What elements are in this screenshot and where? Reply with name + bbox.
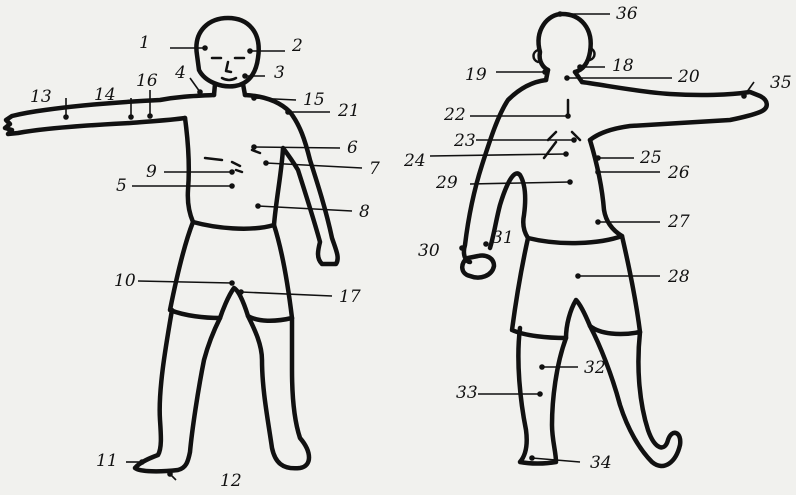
acupoint-26-label: 26 bbox=[667, 163, 690, 183]
acupoint-13-label: 13 bbox=[30, 87, 52, 107]
acupoint-25-label: 25 bbox=[639, 148, 662, 168]
acupoint-27-label: 27 bbox=[667, 212, 690, 232]
acupoint-30-dot bbox=[459, 245, 465, 251]
front-figure bbox=[5, 18, 338, 471]
acupoint-5-label: 5 bbox=[116, 176, 127, 196]
back-arm-outstretched bbox=[582, 82, 767, 140]
acupoint-8-leader bbox=[258, 206, 352, 211]
acupoint-21-label: 21 bbox=[337, 101, 360, 121]
acupoint-12-leader bbox=[170, 474, 176, 480]
acupoint-22-label: 22 bbox=[443, 105, 466, 125]
front-torso-left bbox=[185, 118, 193, 222]
front-leg-left bbox=[135, 310, 220, 471]
acupoint-15-label: 15 bbox=[303, 90, 325, 110]
acupoint-6-leader bbox=[254, 147, 340, 148]
acupoint-14-label: 14 bbox=[94, 85, 116, 105]
back-leg-left bbox=[518, 328, 566, 464]
acupoint-10-leader bbox=[138, 281, 232, 283]
acupoint-18-label: 18 bbox=[612, 56, 634, 76]
acupoint-11-label: 11 bbox=[96, 451, 118, 471]
acupoint-2-label: 2 bbox=[291, 36, 303, 56]
back-neck bbox=[546, 70, 582, 82]
acupoint-23-label: 23 bbox=[453, 131, 476, 151]
acupoint-29-label: 29 bbox=[435, 173, 458, 193]
front-shorts bbox=[170, 222, 292, 321]
acupoint-32-label: 32 bbox=[584, 358, 606, 378]
acupoint-12-label: 12 bbox=[220, 471, 242, 491]
acupoint-20-label: 20 bbox=[677, 67, 700, 87]
acupoint-10-label: 10 bbox=[114, 271, 136, 291]
acupoint-31-dot bbox=[483, 241, 489, 247]
front-nose bbox=[226, 62, 231, 72]
acupoint-3-label: 3 bbox=[274, 63, 285, 83]
acupoint-29-leader bbox=[470, 182, 570, 184]
acupoint-31-label: 31 bbox=[492, 228, 514, 248]
acupoint-36-label: 36 bbox=[616, 4, 638, 24]
back-head bbox=[539, 14, 591, 72]
acupoint-8-label: 8 bbox=[359, 202, 370, 222]
back-ears bbox=[534, 48, 595, 62]
front-leg-right bbox=[248, 316, 309, 468]
acupoint-4-leader bbox=[190, 78, 200, 92]
acupoint-15-leader bbox=[254, 98, 296, 100]
acupoint-28-label: 28 bbox=[667, 267, 690, 287]
acupoint-4-label: 4 bbox=[174, 63, 186, 83]
acupoint-6-label: 6 bbox=[347, 138, 358, 158]
acupoint-1-label: 1 bbox=[139, 33, 150, 53]
back-leg-right bbox=[590, 326, 680, 466]
front-arm-hanging bbox=[245, 95, 338, 264]
acupoint-30-label: 30 bbox=[418, 241, 440, 261]
acupoint-16-label: 16 bbox=[136, 71, 158, 91]
front-chest-marks bbox=[205, 150, 260, 172]
acupoint-24-label: 24 bbox=[403, 151, 426, 171]
acupoint-7-label: 7 bbox=[369, 159, 380, 179]
acupoint-33-label: 33 bbox=[456, 383, 478, 403]
back-shorts bbox=[512, 236, 640, 338]
back-fist bbox=[462, 255, 494, 277]
acupoint-34-label: 34 bbox=[590, 453, 612, 473]
acupoint-19-label: 19 bbox=[465, 65, 487, 85]
acupoint-35-label: 35 bbox=[770, 73, 792, 93]
back-spine-marks bbox=[544, 100, 580, 158]
acupoint-9-label: 9 bbox=[146, 162, 157, 182]
front-mouth bbox=[222, 78, 236, 80]
acupoint-17-label: 17 bbox=[339, 287, 361, 307]
